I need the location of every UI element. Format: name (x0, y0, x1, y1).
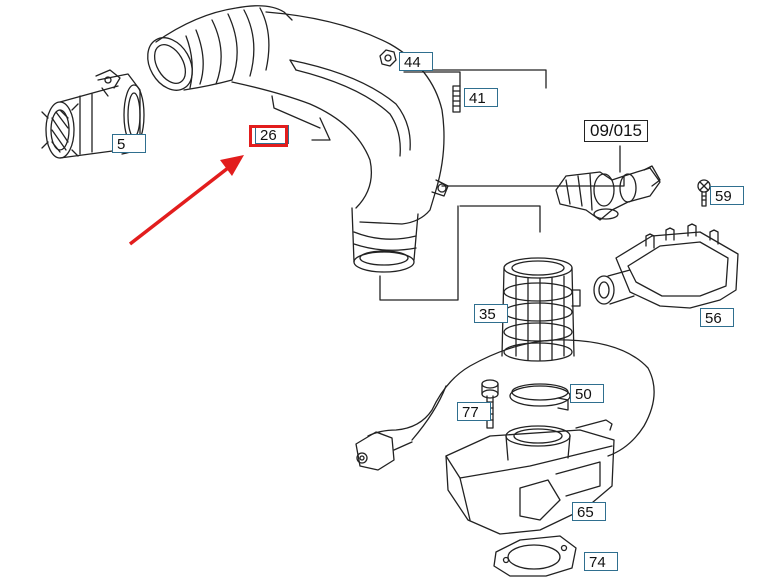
highlight-box (249, 125, 288, 147)
gasket-part (493, 535, 577, 577)
part-label-5[interactable]: 5 (112, 134, 146, 153)
group-label-09-015[interactable]: 09/015 (584, 120, 648, 142)
intake-air-duct-part (147, 5, 449, 273)
stud-bolt-part (452, 85, 461, 113)
nut-part (379, 49, 397, 67)
part-label-26[interactable]: 26 (255, 125, 289, 144)
part-label-77[interactable]: 77 (457, 402, 491, 421)
part-label-74[interactable]: 74 (584, 552, 618, 571)
part-label-41[interactable]: 41 (464, 88, 498, 107)
part-label-59[interactable]: 59 (710, 186, 744, 205)
part-label-50[interactable]: 50 (570, 384, 604, 403)
screw-part (697, 179, 711, 207)
cover-housing-part (593, 223, 739, 309)
part-label-65[interactable]: 65 (572, 502, 606, 521)
bellows-part (501, 257, 581, 362)
throttle-housing-part (355, 339, 655, 535)
pointer-arrow (128, 155, 244, 246)
part-label-44[interactable]: 44 (399, 52, 433, 71)
hose-clamp-part (509, 383, 571, 411)
part-label-56[interactable]: 56 (700, 308, 734, 327)
part-label-35[interactable]: 35 (474, 304, 508, 323)
sensor-valve-part (555, 145, 661, 221)
leader-lines (379, 69, 625, 301)
